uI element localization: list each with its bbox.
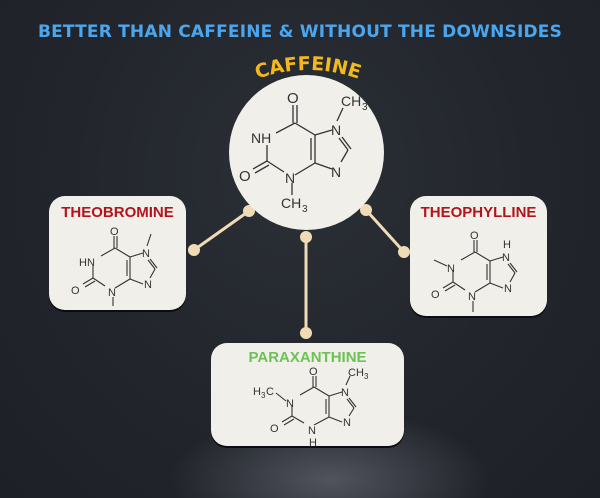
atom-n: N xyxy=(331,164,341,180)
atom-o: O xyxy=(270,423,279,435)
caffeine-structure: O NH O N CH 3 N CH 3 N xyxy=(239,90,368,215)
connector-dot xyxy=(300,327,312,339)
atom-n: N xyxy=(468,291,476,303)
connector-dot xyxy=(398,246,410,258)
page-title: BETTER THAN CAFFEINE & WITHOUT THE DOWNS… xyxy=(37,22,563,42)
atom-o: O xyxy=(470,230,479,242)
svg-text:3: 3 xyxy=(261,391,266,400)
atom-n: N xyxy=(144,279,152,291)
atom-o: O xyxy=(309,367,318,378)
caffeine-label: CAFFEINE xyxy=(252,53,364,84)
atom-n: N xyxy=(285,170,295,186)
atom-hn: HN xyxy=(79,257,95,269)
atom-ch3: CH xyxy=(341,93,361,109)
atom-n: N xyxy=(331,122,341,138)
connector-dot xyxy=(243,205,255,217)
theophylline-card: THEOPHYLLINE O N O N H N N xyxy=(410,196,547,316)
connector-dot xyxy=(300,231,312,243)
atom-ch3: CH xyxy=(281,195,301,211)
atom-h: H xyxy=(309,437,317,447)
svg-text:CAFFEINE: CAFFEINE xyxy=(252,53,364,84)
atom-n: N xyxy=(504,283,512,295)
atom-nh: NH xyxy=(251,130,271,146)
theophylline-structure: O N O N H N N xyxy=(431,230,518,312)
caffeine-node: O NH O N CH 3 N CH 3 N xyxy=(229,75,384,230)
atom-h: H xyxy=(503,239,511,251)
card-title: PARAXANTHINE xyxy=(248,349,367,366)
atom-ch3: CH xyxy=(348,367,364,379)
connector-dot xyxy=(360,204,372,216)
card-title: THEOBROMINE xyxy=(61,204,174,221)
atom-n: N xyxy=(108,287,116,299)
connector-dot xyxy=(188,244,200,256)
atom-o: O xyxy=(110,226,119,238)
atom-o: O xyxy=(287,90,299,107)
svg-text:3: 3 xyxy=(302,204,308,215)
svg-text:C: C xyxy=(266,386,274,398)
atom-n: N xyxy=(341,387,349,399)
atom-n: N xyxy=(447,263,455,275)
atom-o: O xyxy=(431,289,440,301)
card-title: THEOPHYLLINE xyxy=(420,204,537,221)
paraxanthine-structure: O H 3 C N O N H N CH 3 N xyxy=(253,367,369,447)
atom-o: O xyxy=(239,168,251,185)
theobromine-card: THEOBROMINE O HN O N N N xyxy=(49,196,186,310)
atom-n: N xyxy=(286,398,294,410)
atom-o: O xyxy=(71,285,80,297)
atom-h3c: H xyxy=(253,386,261,398)
theobromine-structure: O HN O N N N xyxy=(71,226,158,306)
paraxanthine-card: PARAXANTHINE O H 3 C N O N H N CH 3 N xyxy=(211,343,404,447)
atom-n: N xyxy=(343,417,351,429)
svg-text:3: 3 xyxy=(364,372,369,381)
atom-n: N xyxy=(308,425,316,437)
atom-n: N xyxy=(502,252,510,264)
atom-n: N xyxy=(142,248,150,260)
svg-text:3: 3 xyxy=(362,102,368,113)
